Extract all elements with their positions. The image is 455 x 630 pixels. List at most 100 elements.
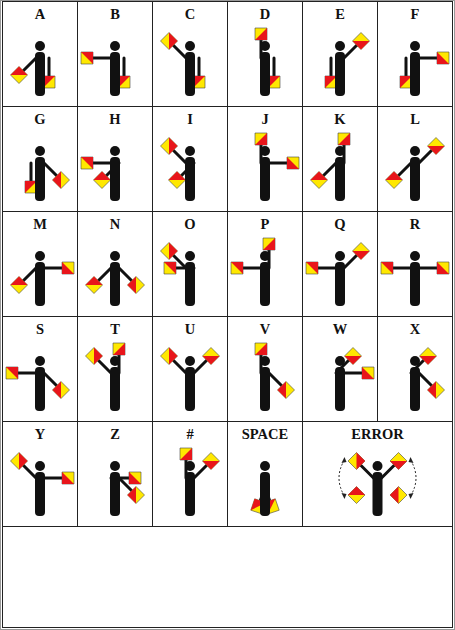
arm [419,150,432,163]
flag-yellow [348,453,365,470]
flag-red [169,33,178,50]
head [260,146,270,156]
body [35,157,45,201]
flag-yellow [11,277,28,294]
flag-red [437,52,449,64]
flag-yellow [287,157,299,169]
flag-red [129,472,141,484]
flag-yellow [390,487,407,504]
body [185,262,195,306]
flag-red [231,262,243,274]
flag-yellow [381,262,393,274]
head [185,461,195,471]
body [35,367,45,411]
flag-red [311,172,328,181]
flag-yellow [113,343,125,355]
motion-arrow [411,460,417,496]
semaphore-cell: N [77,211,153,317]
cell-label: ERROR [303,425,452,443]
arm [419,373,432,386]
head [110,146,120,156]
arm [173,150,186,163]
flag-yellow [428,138,445,155]
body [410,157,420,201]
cell-label: D [228,5,302,23]
head [260,461,270,471]
semaphore-cell: X [377,316,453,422]
head [35,251,45,261]
semaphore-cell: U [152,316,228,422]
flag-yellow [306,262,318,274]
flag-yellow [278,382,295,399]
head [335,356,345,366]
flag-red [94,172,111,181]
arm [419,57,437,60]
flag-yellow [353,33,370,50]
head [110,251,120,261]
arrow-head [409,457,414,463]
cell-label: E [303,5,377,23]
body [260,472,270,516]
body [110,262,120,306]
cell-label: Z [78,425,152,443]
head [410,251,420,261]
head [35,41,45,51]
flag-red [353,41,370,50]
flag-red [53,172,62,189]
body [410,262,420,306]
flag-yellow [437,262,449,274]
flag-red [164,262,176,274]
body [260,157,270,201]
motion-arrow [339,460,345,496]
semaphore-cell: G [2,106,78,212]
flag-red [386,172,403,181]
flag-yellow [62,262,74,274]
flag-yellow [428,382,445,399]
cell-label: R [378,215,452,233]
flag-red [62,472,74,484]
head [110,461,120,471]
cell-label: Q [303,215,377,233]
body [335,52,345,96]
flag-yellow [53,172,70,189]
semaphore-cell: Z [77,421,153,527]
flag-red [180,448,192,460]
semaphore-cell: E [302,1,378,107]
head [35,146,45,156]
head [410,41,420,51]
arm [44,477,62,480]
flag-red [278,382,287,399]
flag-red [420,356,437,365]
head [260,356,270,366]
flag-yellow [345,348,362,365]
head [335,41,345,51]
flag-yellow [62,472,74,484]
cell-label: U [153,320,227,338]
cell-label: SPACE [228,425,302,443]
flag-yellow [161,348,178,365]
semaphore-cell: O [152,211,228,317]
flag-yellow [164,262,176,274]
empty-cell [3,527,453,628]
flag-red [169,243,178,260]
flag-yellow [161,138,178,155]
arm [44,267,62,270]
arm [48,58,51,76]
flag-red [128,487,137,504]
head [35,356,45,366]
cell-label: A [3,5,77,23]
cell-label: Y [3,425,77,443]
head [335,251,345,261]
flag-yellow [128,487,145,504]
cell-label: L [378,110,452,128]
cell-label: M [3,215,77,233]
arm [344,255,357,268]
flag-yellow [11,67,28,84]
flag-red [437,262,449,274]
head [335,146,345,156]
flag-red [255,133,267,145]
flag-yellow [6,367,18,379]
head [260,41,270,51]
arm [393,267,411,270]
semaphore-cell: W [302,316,378,422]
